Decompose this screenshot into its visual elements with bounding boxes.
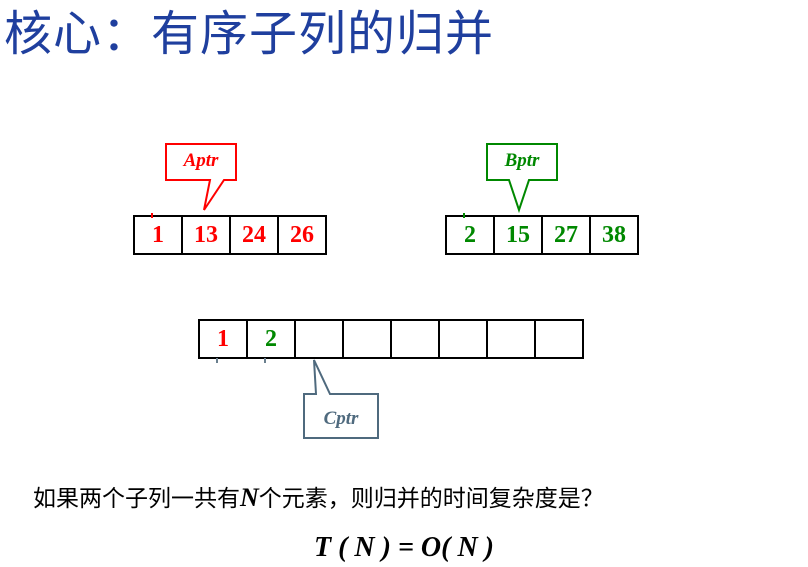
array-c-cell xyxy=(390,319,440,359)
slide-title: 核心：有序子列的归并 xyxy=(4,6,495,62)
array-b: 2 15 27 38 xyxy=(445,213,639,255)
array-c-cell xyxy=(342,319,392,359)
array-a: 1 13 24 26 xyxy=(133,213,327,255)
cptr-label: Cptr xyxy=(323,408,359,429)
array-b-cell: 27 xyxy=(541,215,591,255)
aptr-callout xyxy=(165,143,237,211)
array-c: 1 2 xyxy=(198,319,584,363)
array-c-cell xyxy=(294,319,344,359)
array-a-cell: 13 xyxy=(181,215,231,255)
array-c-cell xyxy=(486,319,536,359)
complexity-formula: T ( N ) = O( N ) xyxy=(313,532,495,563)
array-c-cell xyxy=(534,319,584,359)
question-n: N xyxy=(240,483,259,512)
array-b-cell: 2 xyxy=(445,213,495,255)
array-c-cell: 1 xyxy=(198,319,248,363)
array-c-cell xyxy=(438,319,488,359)
aptr-label: Aptr xyxy=(183,150,219,171)
question-text: 如果两个子列一共有N个元素，则归并的时间复杂度是？ xyxy=(33,483,604,512)
array-b-cell: 15 xyxy=(493,215,543,255)
array-a-cell: 1 xyxy=(133,213,183,255)
bptr-label: Bptr xyxy=(504,150,540,171)
array-a-cell: 26 xyxy=(277,215,327,255)
array-c-cell: 2 xyxy=(246,319,296,363)
cptr-callout xyxy=(303,359,379,439)
array-b-cell: 38 xyxy=(589,215,639,255)
array-a-cell: 24 xyxy=(229,215,279,255)
bptr-callout xyxy=(486,143,558,214)
